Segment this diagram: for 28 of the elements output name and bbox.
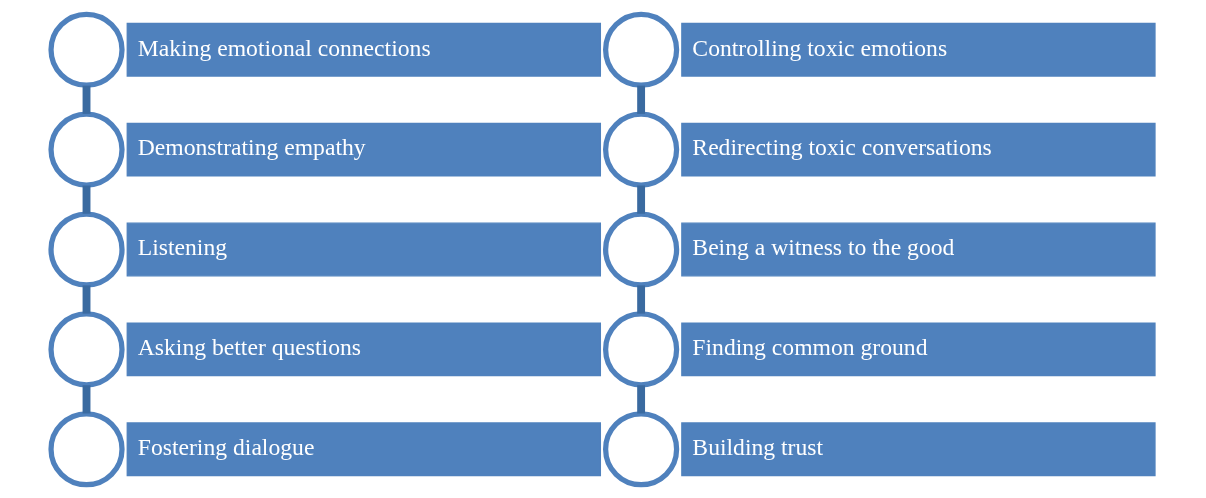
node-box: Controlling toxic emotions	[681, 22, 1156, 77]
node-circle	[603, 11, 680, 88]
node-box: Being a witness to the good	[681, 222, 1156, 276]
connector	[637, 284, 646, 314]
node-box: Asking better questions	[126, 321, 602, 376]
node-box: Demonstrating empathy	[126, 122, 602, 177]
node-box: Finding common ground	[681, 321, 1156, 376]
connector	[82, 384, 91, 413]
node-circle	[48, 210, 125, 288]
connector	[637, 384, 646, 413]
connector	[82, 284, 91, 314]
node-circle	[48, 410, 125, 487]
connector	[82, 185, 91, 214]
node-circle	[48, 111, 125, 188]
node-box: Listening	[126, 222, 602, 276]
node-circle	[603, 410, 680, 487]
connector	[637, 185, 646, 214]
node-circle	[603, 310, 680, 387]
node-box: Building trust	[681, 421, 1156, 476]
node-box: Redirecting toxic conversations	[681, 122, 1156, 177]
connector	[82, 85, 91, 114]
node-circle	[603, 210, 680, 288]
node-circle	[603, 111, 680, 188]
connector	[637, 85, 646, 114]
node-box: Making emotional connections	[126, 22, 602, 77]
node-box: Fostering dialogue	[126, 421, 602, 476]
node-circle	[48, 310, 125, 387]
node-circle	[48, 11, 125, 88]
